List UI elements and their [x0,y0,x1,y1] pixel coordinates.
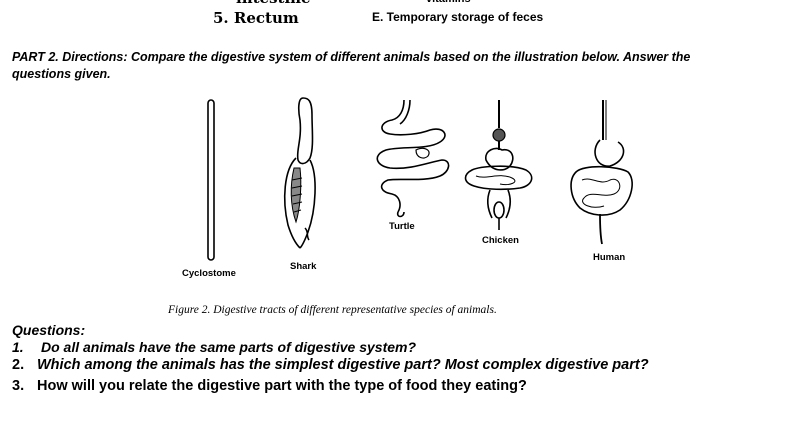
figure-caption: Figure 2. Digestive tracts of different … [168,304,497,316]
part2-directions: PART 2. Directions: Compare the digestiv… [12,50,691,64]
question-2-number: 2. [12,357,25,373]
cut-off-text-left: intestine [236,0,311,7]
label-human: Human [593,252,626,263]
label-turtle: Turtle [389,221,415,232]
part2-directions-cont: questions given. [12,67,111,81]
matching-answer-e: E. Temporary storage of feces [372,10,544,24]
question-3-text: How will you relate the digestive part w… [37,378,527,394]
question-1-text: Do all animals have the same parts of di… [41,339,417,355]
question-1-number: 1. [12,339,24,355]
question-3-number: 3. [12,378,25,394]
label-shark: Shark [290,261,317,272]
cut-off-text-right: vitamins [426,0,471,5]
matching-item-rectum: 5. Rectum [213,9,299,27]
label-cyclostome: Cyclostome [182,268,236,279]
questions-heading: Questions: [12,322,86,338]
question-2-text: Which among the animals has the simplest… [37,357,649,373]
label-chicken: Chicken [482,235,519,246]
